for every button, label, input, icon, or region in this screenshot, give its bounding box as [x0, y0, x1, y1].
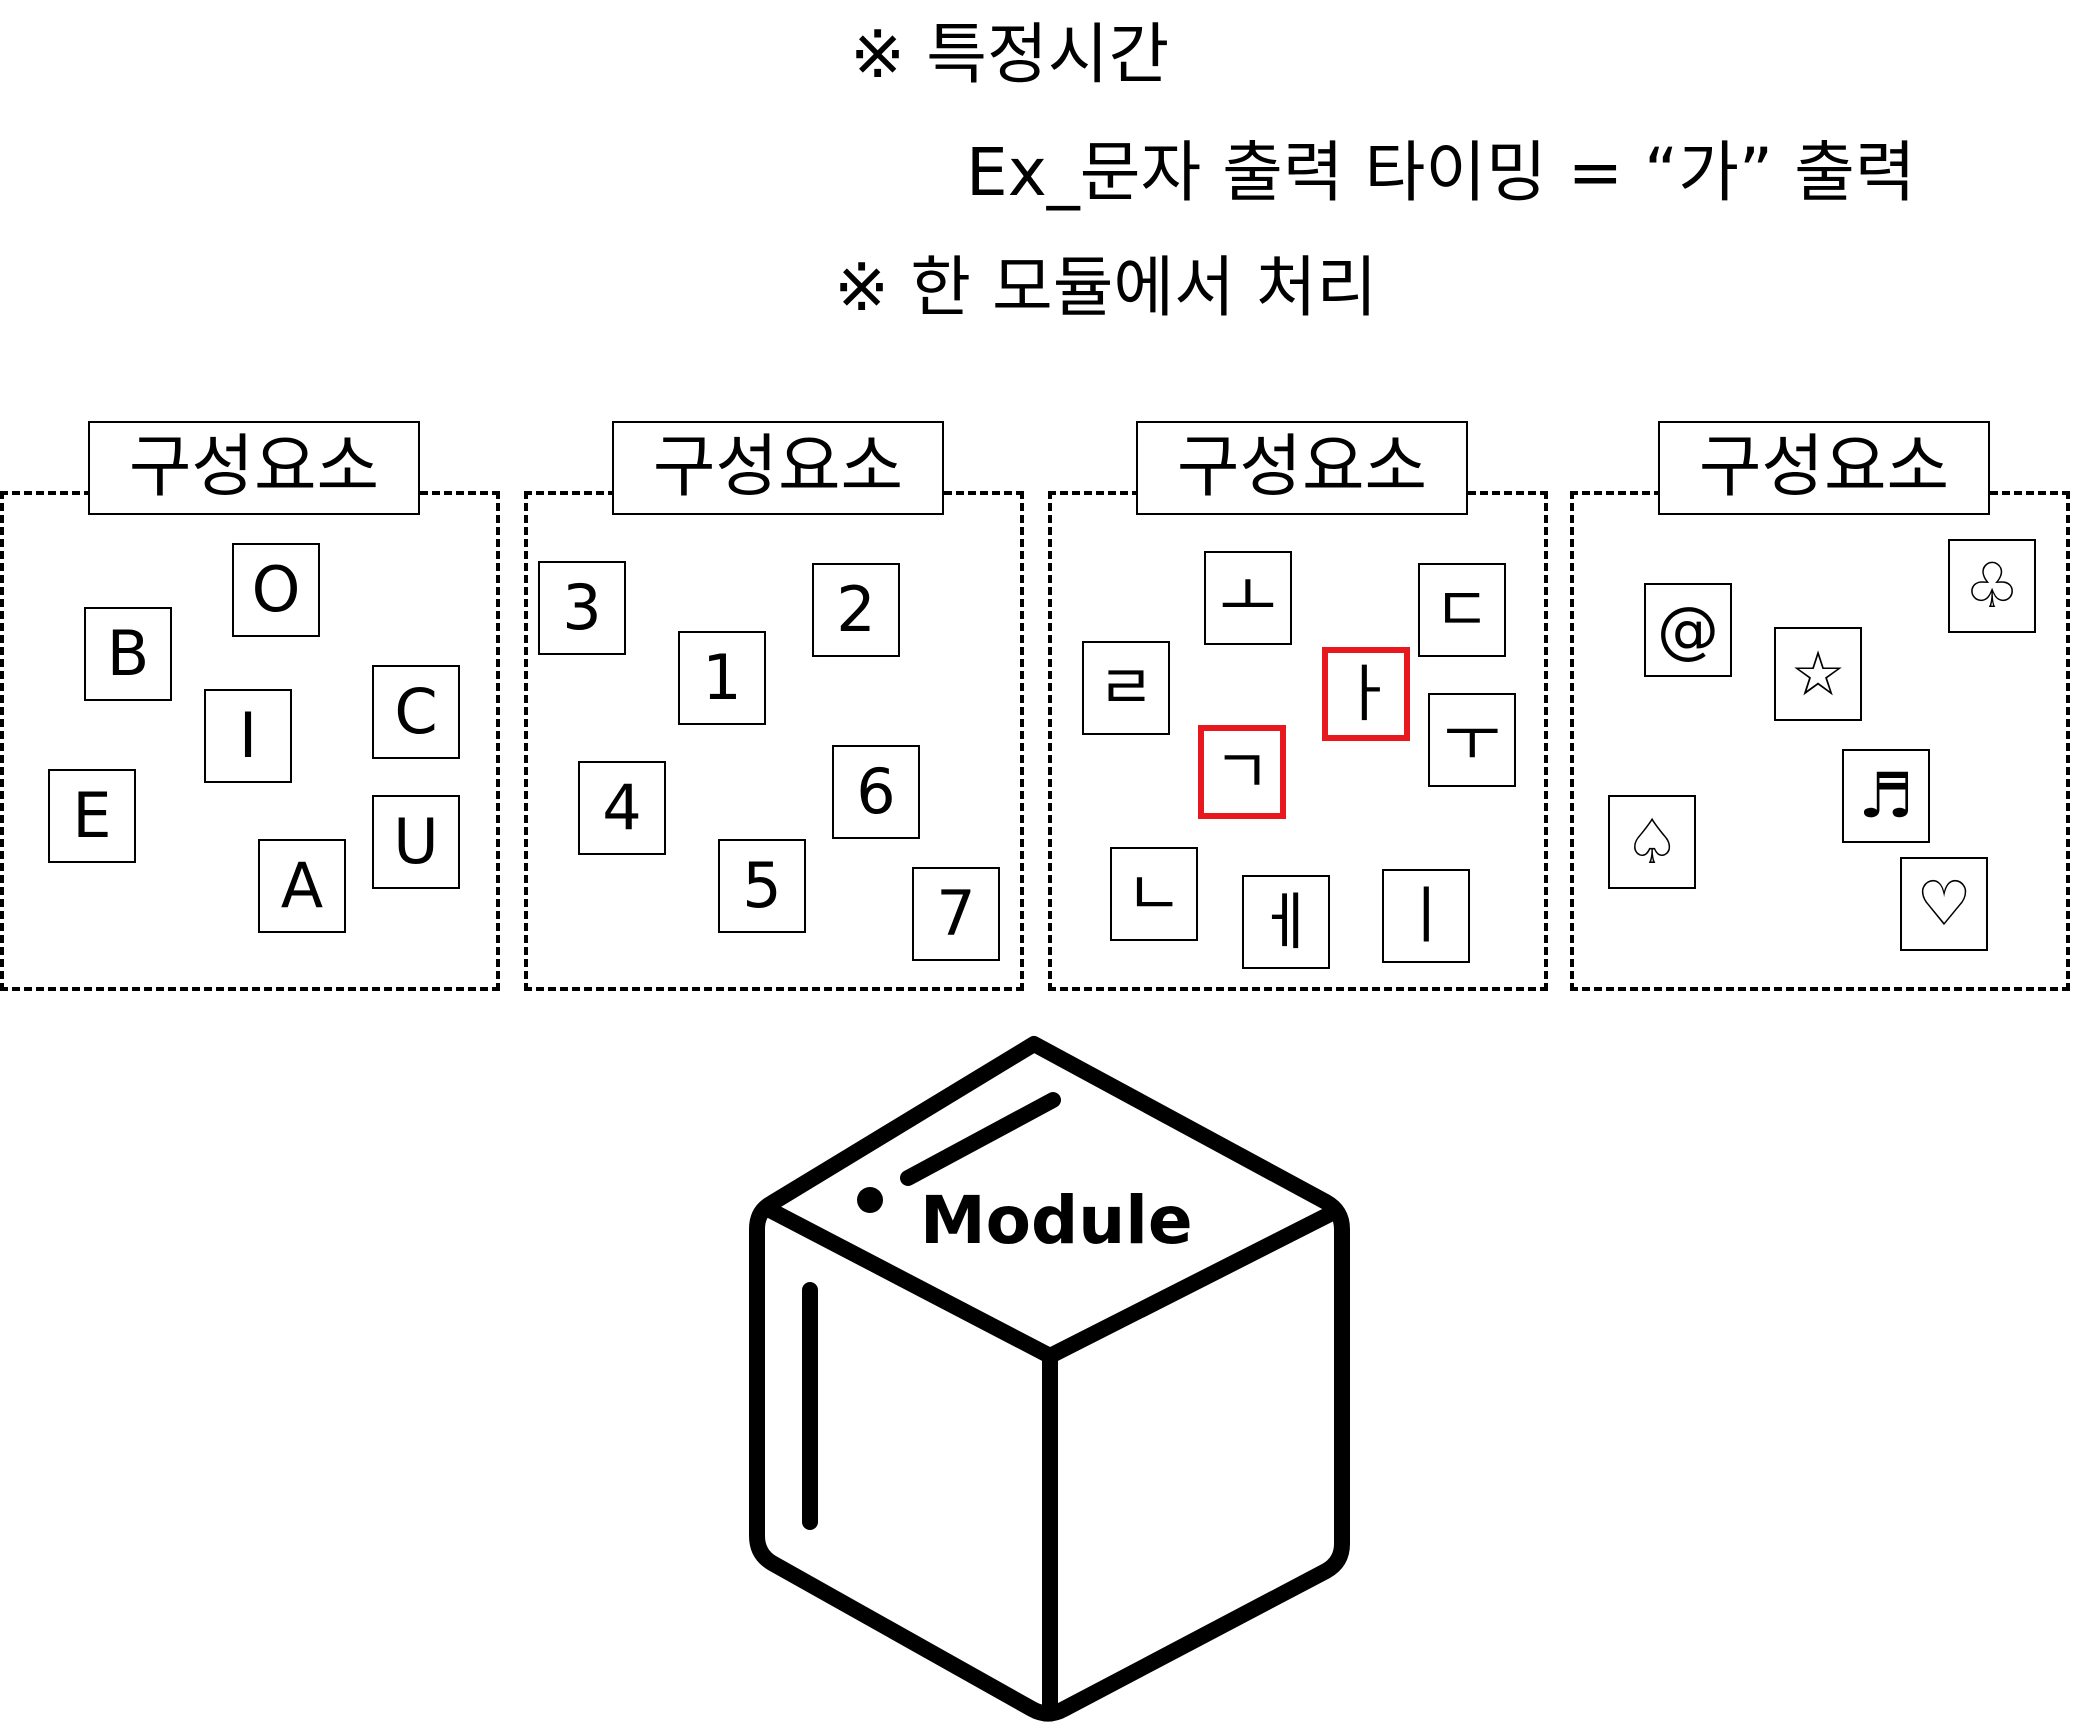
tile-digit: 5 [718, 839, 806, 933]
tile-jamo: ㄴ [1110, 847, 1198, 941]
tile-letter: I [204, 689, 292, 783]
tile-jamo: ㅣ [1382, 869, 1470, 963]
note-example: Ex_문자 출력 타이밍 = “가” 출력 [966, 134, 1916, 211]
tile-symbol: ♧ [1948, 539, 2036, 633]
tile-jamo-highlighted: ㄱ [1198, 725, 1286, 819]
component-group-letters: 구성요소 O B I C E U A [0, 421, 500, 991]
tile-jamo: ㅗ [1204, 551, 1292, 645]
tile-jamo-highlighted: ㅏ [1322, 647, 1410, 741]
group-label: 구성요소 [1658, 421, 1990, 515]
note-specific-time: ※ 특정시간 [850, 16, 1170, 93]
tile-jamo: ㄷ [1418, 563, 1506, 657]
group-label: 구성요소 [612, 421, 944, 515]
tile-symbol: ☆ [1774, 627, 1862, 721]
tile-letter: C [372, 665, 460, 759]
group-label: 구성요소 [88, 421, 420, 515]
tile-jamo: ㄹ [1082, 641, 1170, 735]
tile-symbol: @ [1644, 583, 1732, 677]
tile-digit: 3 [538, 561, 626, 655]
tile-symbol: ♤ [1608, 795, 1696, 889]
tile-letter: A [258, 839, 346, 933]
tile-symbol: ♬ [1842, 749, 1930, 843]
tile-digit: 6 [832, 745, 920, 839]
tile-jamo: ㅔ [1242, 875, 1330, 969]
note-single-module: ※ 한 모듈에서 처리 [834, 249, 1378, 326]
tile-letter: E [48, 769, 136, 863]
tile-letter: U [372, 795, 460, 889]
component-group-digits: 구성요소 3 2 1 4 6 5 7 [524, 421, 1024, 991]
group-label: 구성요소 [1136, 421, 1468, 515]
tile-digit: 7 [912, 867, 1000, 961]
tile-letter: B [84, 607, 172, 701]
tile-symbol: ♡ [1900, 857, 1988, 951]
component-group-symbols: 구성요소 @ ♧ ☆ ♬ ♤ ♡ [1570, 421, 2070, 991]
tile-digit: 4 [578, 761, 666, 855]
module-label: Module [920, 1182, 1193, 1259]
tile-digit: 1 [678, 631, 766, 725]
tile-digit: 2 [812, 563, 900, 657]
tile-jamo: ㅜ [1428, 693, 1516, 787]
component-group-hangul: 구성요소 ㅗ ㄷ ㄹ ㅏ ㅜ ㄱ ㄴ ㅔ ㅣ [1048, 421, 1548, 991]
tile-letter: O [232, 543, 320, 637]
